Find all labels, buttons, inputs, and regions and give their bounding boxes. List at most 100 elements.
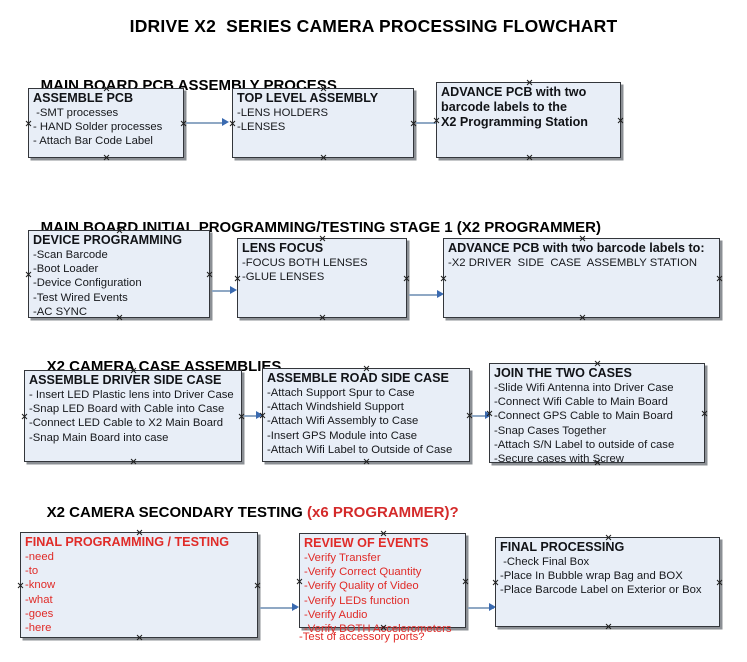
connector-handle-left[interactable] (25, 271, 32, 278)
connector-handle-left[interactable] (17, 582, 24, 589)
node-line: -Connect LED Cable to X2 Main Board (29, 417, 224, 430)
node-assemble-pcb[interactable]: ASSEMBLE PCB -SMT processes - HAND Solde… (28, 88, 184, 158)
node-line: -Slide Wifi Antenna into Driver Case (494, 382, 674, 394)
arrow-line (468, 607, 494, 609)
node-line: -Snap Cases Together (494, 424, 607, 437)
connector-handle-right[interactable] (617, 117, 624, 124)
node-final-programming-testing[interactable]: FINAL PROGRAMMING / TESTING -need -to -k… (20, 532, 258, 638)
node-top-level-assembly[interactable]: TOP LEVEL ASSEMBLY -LENS HOLDERS -LENSES (232, 88, 414, 158)
connector-handle-bottom[interactable] (103, 154, 110, 161)
node-line: -Verify BOTH Accelerometers (304, 623, 452, 636)
node-line: -SMT processes (33, 107, 119, 119)
connector-handle-left[interactable] (296, 578, 303, 585)
section-heading-4-accent: (x6 PROGRAMMER)? (306, 504, 459, 521)
node-title: FINAL PROGRAMMING / TESTING (25, 535, 230, 549)
node-line: -Attach S/N Label to outside of case (494, 438, 675, 451)
connector-handle-left[interactable] (440, 275, 447, 282)
node-title: DEVICE PROGRAMMING (33, 233, 183, 247)
connector-handle-right[interactable] (716, 579, 723, 586)
connector-handle-left[interactable] (25, 120, 32, 127)
arrow-head-icon (485, 411, 492, 419)
node-line: -Verify Quality of Video (304, 580, 419, 593)
node-line: -Attach Wifi Label to Outside of Case (267, 443, 453, 456)
node-overflow-line: -Test of accessory ports? (299, 631, 425, 643)
node-line: -FOCUS BOTH LENSES (242, 257, 368, 269)
node-line: -Attach Support Spur to Case (267, 387, 415, 399)
node-line: -Attach Windshield Support (267, 401, 404, 414)
node-title: LENS FOCUS (242, 241, 324, 255)
node-review-of-events[interactable]: REVIEW OF EVENTS -Verify Transfer -Verif… (296, 533, 469, 635)
arrow-head-icon (437, 290, 444, 298)
connector-handle-left[interactable] (234, 275, 241, 282)
connector-handle-right[interactable] (254, 582, 261, 589)
arrow-line (260, 607, 297, 609)
node-line: -LENS HOLDERS (237, 107, 329, 119)
connector-handle-right[interactable] (403, 275, 410, 282)
node-line: -Attach Wifi Assembly to Case (267, 415, 419, 428)
node-line: -Insert GPS Module into Case (267, 429, 418, 442)
connector-handle-right[interactable] (206, 271, 213, 278)
node-title: FINAL PROCESSING (500, 540, 625, 554)
node-title: JOIN THE TWO CASES (494, 366, 632, 380)
connector-handle-bottom[interactable] (579, 314, 586, 321)
node-assemble-driver-side-case[interactable]: ASSEMBLE DRIVER SIDE CASE - Insert LED P… (24, 370, 242, 462)
node-device-programming[interactable]: DEVICE PROGRAMMING -Scan Barcode -Boot L… (28, 230, 210, 318)
arrow-line (416, 122, 452, 124)
node-line: -GLUE LENSES (242, 271, 325, 284)
node-title: TOP LEVEL ASSEMBLY (237, 91, 379, 105)
node-join-the-two-cases[interactable]: JOIN THE TWO CASES -Slide Wifi Antenna i… (489, 363, 708, 466)
connector-handle-right[interactable] (716, 275, 723, 282)
connector-handle-bottom[interactable] (605, 623, 612, 630)
node-line: -AC SYNC (33, 305, 87, 318)
node-assemble-road-side-case[interactable]: ASSEMBLE ROAD SIDE CASE -Attach Support … (262, 368, 470, 462)
node-line: -know (25, 579, 56, 592)
node-line: -Secure cases with Screw (494, 453, 624, 466)
node-line: -Snap LED Board with Cable into Case (29, 403, 225, 416)
node-final-processing[interactable]: FINAL PROCESSING -Check Final Box -Place… (495, 537, 720, 627)
node-line: - Insert LED Plastic lens into Driver Ca… (29, 389, 234, 401)
node-line: -Snap Main Board into case (29, 431, 169, 444)
node-line: -Scan Barcode (33, 249, 108, 261)
node-line: -what (25, 593, 53, 606)
node-lens-focus[interactable]: LENS FOCUS -FOCUS BOTH LENSES -GLUE LENS… (237, 238, 407, 318)
node-line: -here (25, 622, 52, 635)
section-heading-4: X2 CAMERA SECONDARY TESTING (x6 PROGRAMM… (30, 487, 459, 538)
node-line: -LENSES (237, 121, 286, 134)
arrow-head-icon (222, 118, 229, 126)
node-line: -Boot Loader (33, 263, 99, 276)
arrow-line (472, 415, 490, 417)
connector-handle-right[interactable] (462, 578, 469, 585)
connector-handle-bottom[interactable] (320, 154, 327, 161)
node-title: ASSEMBLE DRIVER SIDE CASE (29, 373, 222, 387)
connector-handle-right[interactable] (701, 410, 708, 417)
node-advance-pcb-programming-station[interactable]: ADVANCE PCB with two barcode labels to t… (436, 82, 621, 158)
node-line: -goes (25, 607, 54, 620)
node-advance-pcb-driver-side-case[interactable]: ADVANCE PCB with two barcode labels to: … (443, 238, 720, 318)
connector-handle-left[interactable] (21, 413, 28, 420)
node-line: -Verify Transfer (304, 552, 381, 564)
node-title: ADVANCE PCB with two barcode labels to: (448, 241, 705, 255)
connector-handle-left[interactable] (492, 579, 499, 586)
section-heading-4-text: X2 CAMERA SECONDARY TESTING (46, 504, 307, 521)
arrow-line (212, 290, 234, 292)
connector-handle-left[interactable] (229, 120, 236, 127)
connector-handle-bottom[interactable] (130, 458, 137, 465)
node-title: ASSEMBLE ROAD SIDE CASE (267, 371, 449, 385)
node-line: -Place In Bubble wrap Bag and BOX (500, 570, 683, 583)
arrow-head-icon (489, 603, 496, 611)
connector-handle-bottom[interactable] (363, 458, 370, 465)
connector-handle-bottom[interactable] (526, 154, 533, 161)
arrow-line (186, 122, 226, 124)
node-line: -Place Barcode Label on Exterior or Box (500, 584, 702, 597)
node-line: -X2 DRIVER SIDE CASE ASSEMBLY STATION (448, 257, 698, 269)
connector-handle-bottom[interactable] (319, 314, 326, 321)
node-line: -Connect GPS Cable to Main Board (494, 410, 673, 423)
arrow-head-icon (292, 603, 299, 611)
node-title: REVIEW OF EVENTS (304, 536, 429, 550)
node-line: - Attach Bar Code Label (33, 135, 153, 148)
arrow-head-icon (256, 411, 263, 419)
node-line: -Verify Correct Quantity (304, 566, 422, 579)
page-title: IDRIVE X2 SERIES CAMERA PROCESSING FLOWC… (129, 16, 618, 36)
node-line: -to (25, 565, 39, 578)
